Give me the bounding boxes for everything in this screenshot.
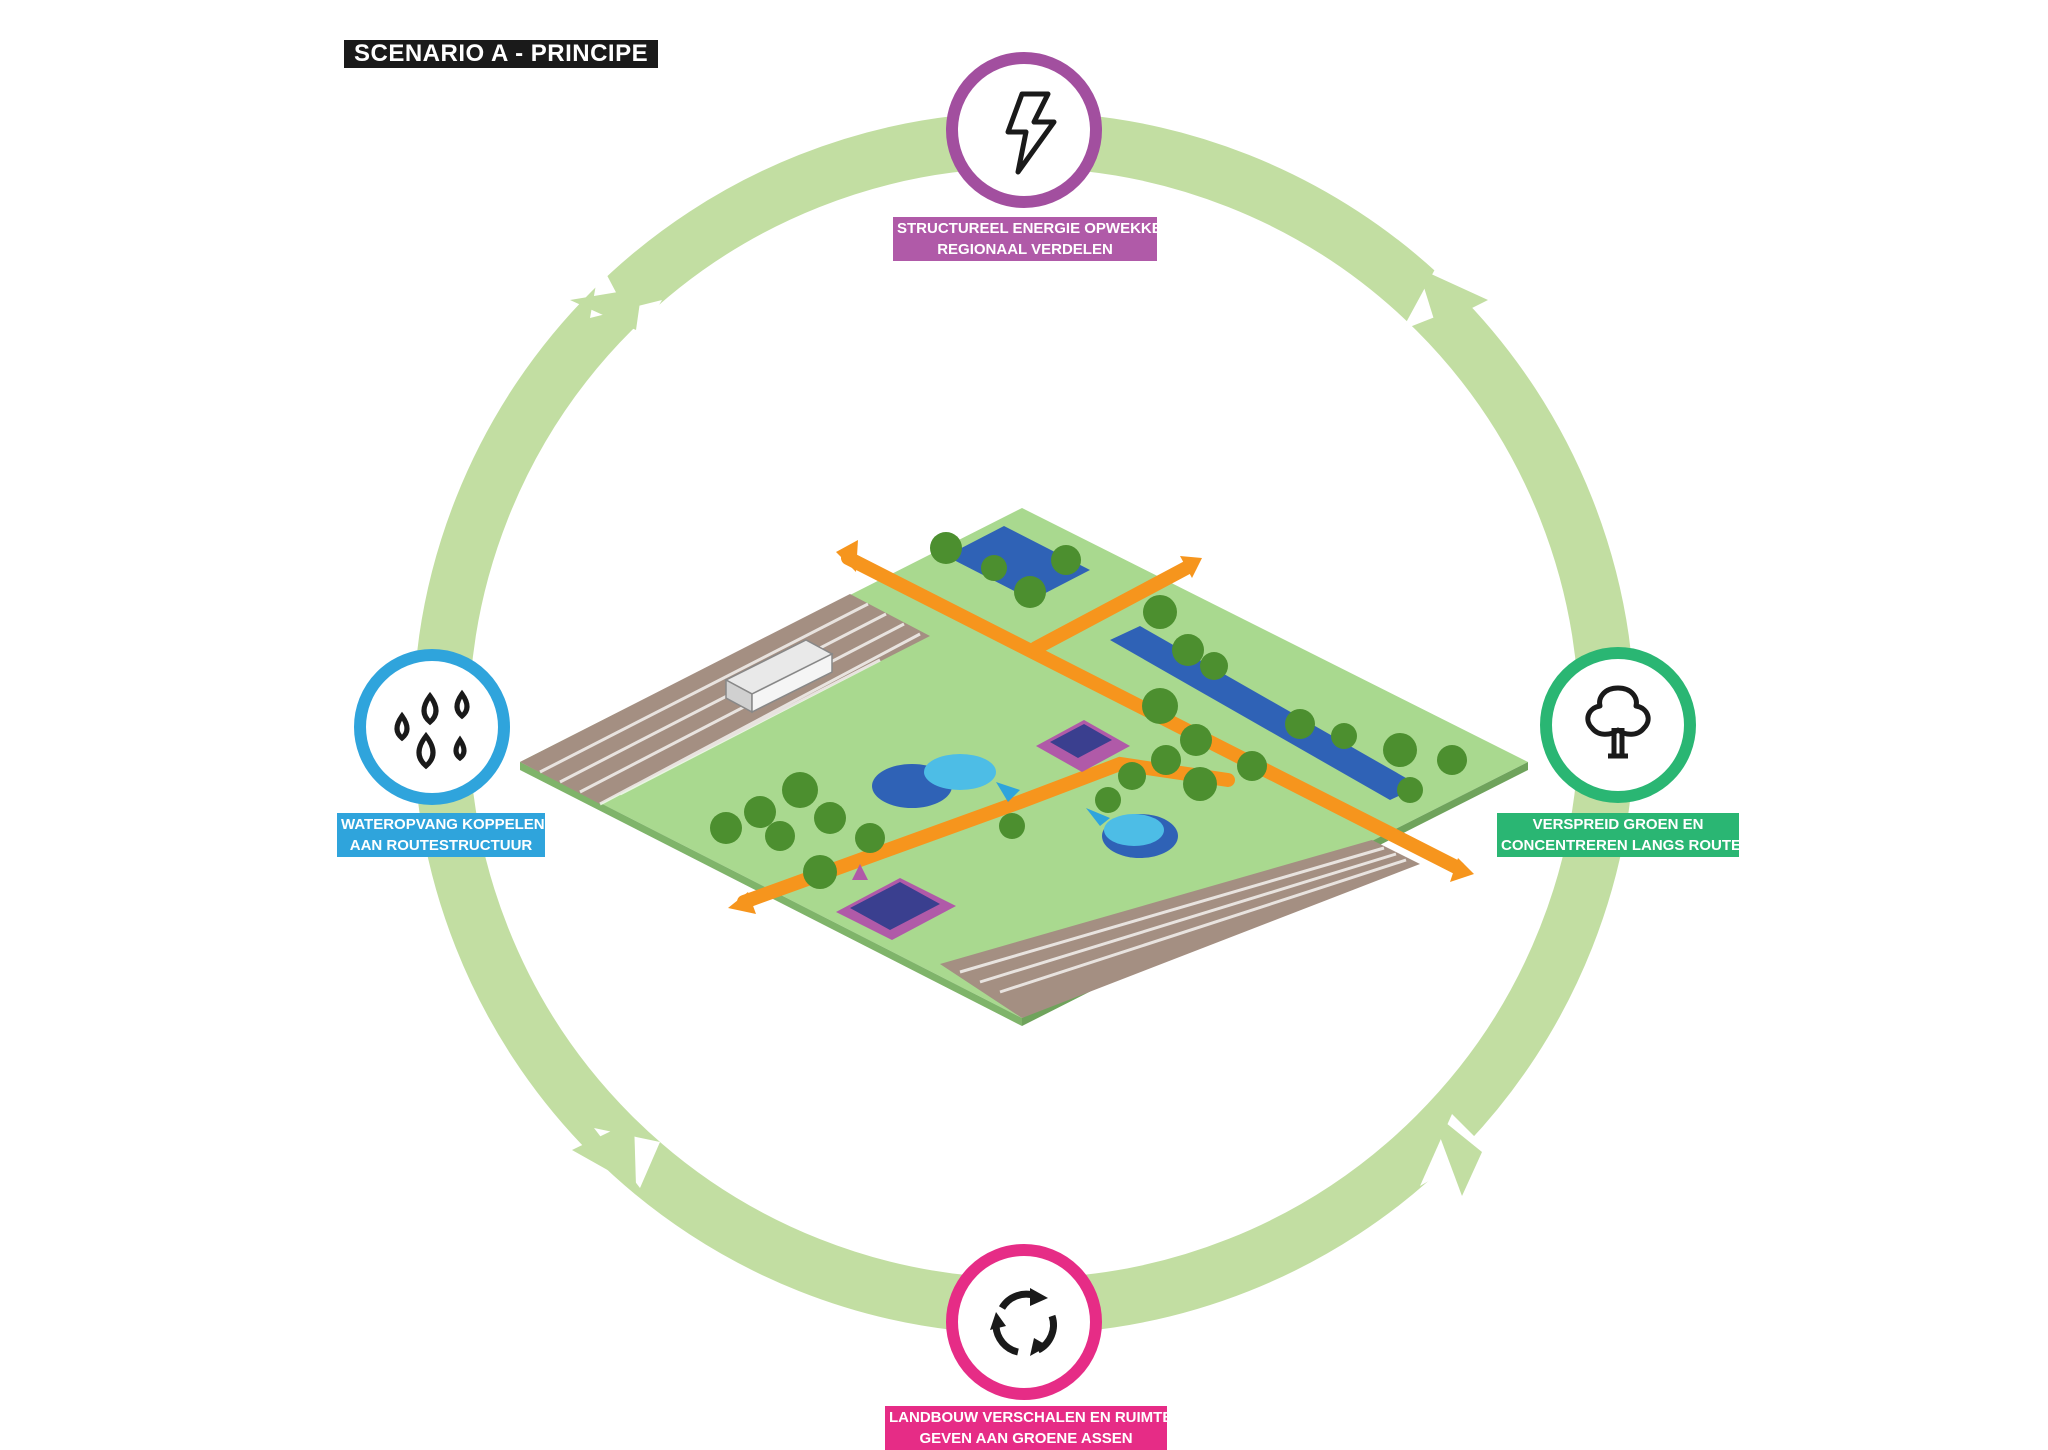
label-energy-line-1: STRUCTUREEL ENERGIE OPWEKKEN [897, 220, 1173, 237]
tree-clusters [710, 532, 1467, 889]
road-arrowheads [728, 540, 1474, 914]
label-energy: STRUCTUREEL ENERGIE OPWEKKEN REGIONAAL V… [893, 217, 1173, 261]
cycle-arrow-bottom-left [572, 1120, 660, 1188]
canal-upper [946, 526, 1090, 600]
label-green-line-2: CONCENTREREN LANGS ROUTES [1501, 837, 1752, 854]
cycle-arrow-top-right [1402, 260, 1488, 330]
solar-field-lower [836, 864, 956, 940]
label-water-line-1: WATEROPVANG KOPPELEN [341, 816, 545, 833]
label-green-line-1: VERSPREID GROEN EN [1532, 816, 1704, 833]
scenario-title: SCENARIO A - PRINCIPE [344, 40, 659, 68]
ploughed-field-right [940, 840, 1420, 1018]
barn-building [724, 639, 834, 714]
landscape-illustration [520, 508, 1528, 1026]
cycle-arrow-top-left [570, 262, 662, 338]
label-green: VERSPREID GROEN EN CONCENTREREN LANGS RO… [1497, 813, 1752, 857]
label-energy-line-2: REGIONAAL VERDELEN [937, 241, 1113, 258]
ploughed-field-left [520, 594, 930, 806]
cycle-arrow-bottom-right [1420, 1110, 1486, 1196]
lightning-icon [1005, 91, 1057, 175]
pond-right [1086, 808, 1178, 858]
label-water-line-2: AAN ROUTESTRUCTUUR [349, 837, 533, 854]
label-water: WATEROPVANG KOPPELEN AAN ROUTESTRUCTUUR [337, 813, 545, 857]
label-agri-line-2: GEVEN AAN GROENE ASSEN [919, 1430, 1133, 1447]
node-agri [946, 1244, 1102, 1400]
tree-icon [1585, 685, 1651, 759]
node-green [1540, 647, 1696, 803]
pond-left [872, 754, 1020, 808]
label-agri-line-1: LANDBOUW VERSCHALEN EN RUIMTE [889, 1409, 1173, 1426]
canal-right [1110, 626, 1420, 800]
raindrops-icon [394, 689, 470, 770]
solar-field-upper [1036, 720, 1130, 772]
node-water [354, 649, 510, 805]
node-energy [946, 52, 1102, 208]
label-agri: LANDBOUW VERSCHALEN EN RUIMTE GEVEN AAN … [885, 1406, 1173, 1450]
